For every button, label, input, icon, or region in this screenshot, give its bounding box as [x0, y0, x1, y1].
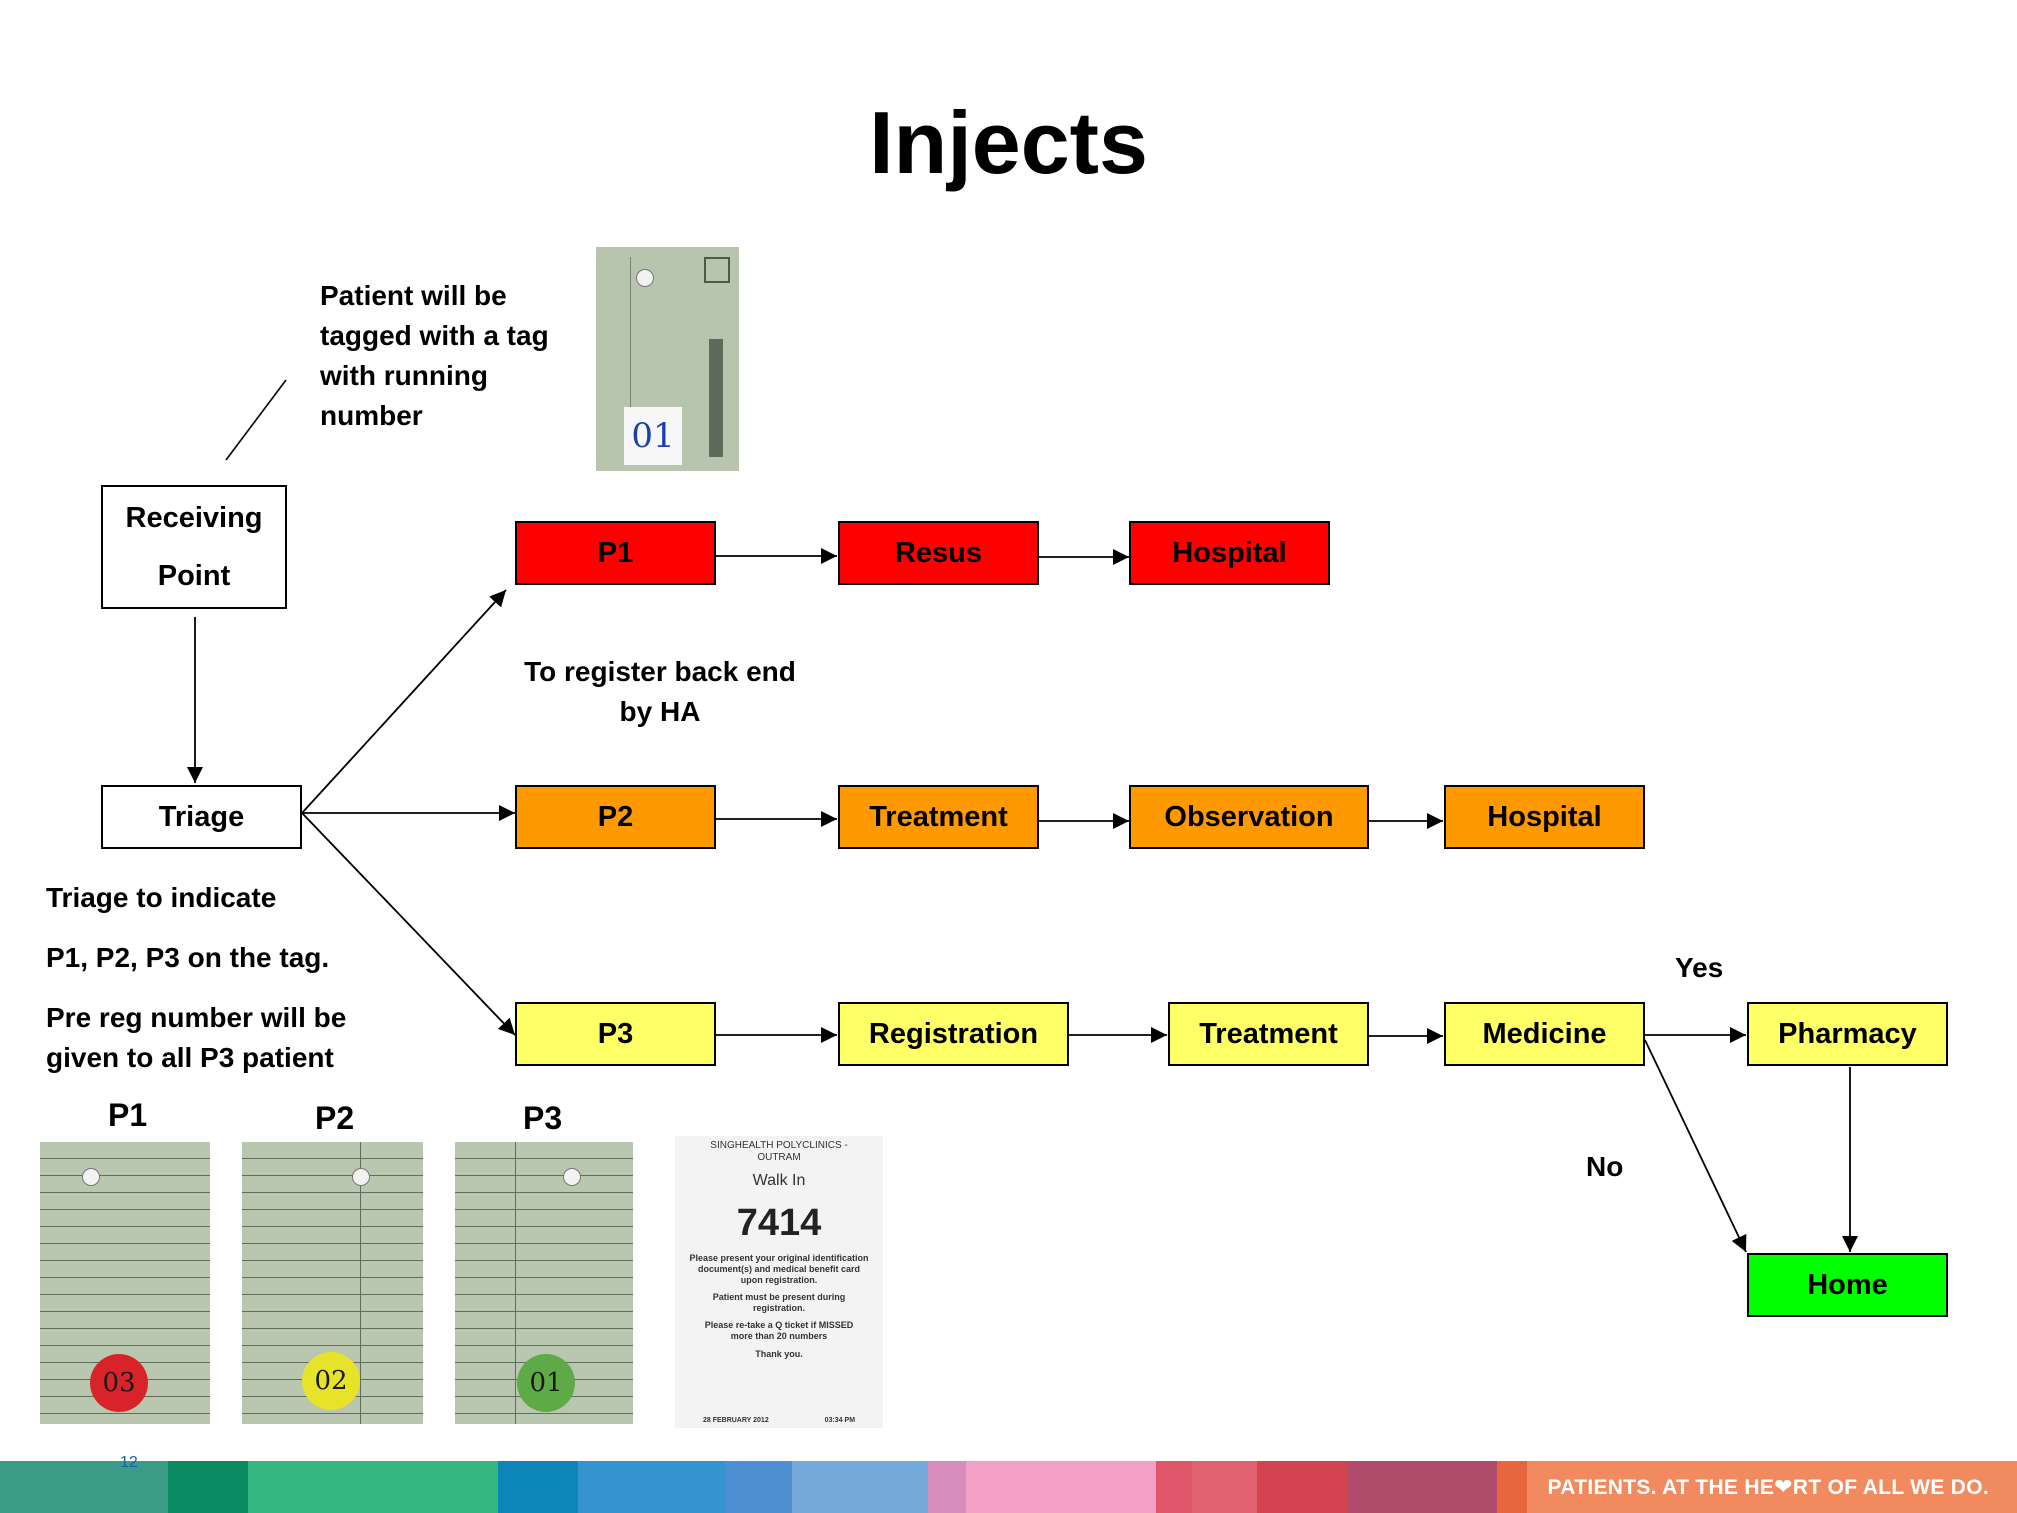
receiving-point-label: Receiving [125, 502, 263, 534]
footer-segment [1527, 1461, 2017, 1513]
card-vertical-rule [360, 1142, 361, 1424]
sticker-number: 01 [529, 1368, 563, 1398]
appointment-card-photo: 01 [596, 247, 739, 471]
ticket-number: 7414 [736, 1202, 822, 1244]
card-stripe-light [630, 257, 631, 457]
card-hole-icon [352, 1168, 370, 1186]
footer-segment [726, 1461, 792, 1513]
red-sticker: 03 [90, 1354, 148, 1412]
triage-note-line: P1, P2, P3 on the tag. [46, 942, 330, 973]
ticket-date: 28 FEBRUARY 2012 [702, 1417, 769, 1424]
tag-label-p3: P3 [523, 1100, 563, 1136]
footer-segment [1497, 1461, 1527, 1513]
footer-color-bar [0, 1461, 2017, 1513]
footer-segment [0, 1461, 168, 1513]
arrow-triage-p3 [301, 812, 516, 1036]
card-vertical-rule [515, 1142, 516, 1424]
receiving-point-label: Point [157, 560, 231, 592]
ticket-thanks: Thank you. [755, 1349, 803, 1359]
footer-segment [168, 1461, 248, 1513]
ticket-instruction: Please re-take a Q ticket if MISSED more… [704, 1320, 854, 1341]
footer-segment [248, 1461, 498, 1513]
footer-segment [792, 1461, 928, 1513]
receiving-point-box: Receiving Point [101, 485, 287, 609]
register-note-line: To register back end [524, 656, 796, 687]
green-sticker: 01 [517, 1354, 575, 1412]
p2-box: P2 [515, 785, 716, 849]
tag-card-p3: 01 [455, 1142, 633, 1424]
card-hole-icon [82, 1168, 100, 1186]
triage-box: Triage [101, 785, 302, 849]
triage-note-line: Pre reg number will be [46, 1002, 347, 1033]
tag-label-p1: P1 [108, 1097, 148, 1133]
registration-box: Registration [838, 1002, 1069, 1066]
medicine-box: Medicine [1444, 1002, 1645, 1066]
treatment-p3-box: Treatment [1168, 1002, 1369, 1066]
footer-segment [1156, 1461, 1192, 1513]
card-number: 01 [631, 416, 675, 456]
footer-segment [1257, 1461, 1347, 1513]
arrow-medicine-home [1644, 1039, 1747, 1253]
ticket-type: Walk In [752, 1172, 806, 1189]
footer-segment [928, 1461, 966, 1513]
home-box: Home [1747, 1253, 1948, 1317]
p3-box: P3 [515, 1002, 716, 1066]
heart-icon: ❤ [1774, 1474, 1793, 1499]
tag-card-p1: 03 [40, 1142, 210, 1424]
polyclinic-logo-icon [704, 257, 730, 283]
callout-line [225, 379, 287, 461]
slide-title: Injects [869, 93, 1148, 192]
p1-box: P1 [515, 521, 716, 585]
ticket-footer: 28 FEBRUARY 2012 03:34 PM [675, 1417, 883, 1424]
footer-segment [1192, 1461, 1257, 1513]
hospital-p1-box: Hospital [1129, 521, 1330, 585]
observation-box: Observation [1129, 785, 1369, 849]
footer-segment [1347, 1461, 1497, 1513]
tag-note-line: tagged with a tag [320, 320, 549, 351]
footer-slogan-part: PATIENTS. AT THE HE [1547, 1476, 1775, 1499]
card-hole-icon [563, 1168, 581, 1186]
footer-slogan-part: RT OF ALL WE DO. [1792, 1476, 1989, 1499]
triage-note: Triage to indicate P1, P2, P3 on the tag… [46, 878, 346, 1078]
queue-ticket-photo: SINGHEALTH POLYCLINICS - OUTRAM Walk In … [675, 1136, 883, 1428]
treatment-p2-box: Treatment [838, 785, 1039, 849]
tag-note: Patient will be tagged with a tag with r… [320, 276, 549, 436]
triage-note-line: given to all P3 patient [46, 1042, 334, 1073]
tag-note-line: Patient will be [320, 280, 507, 311]
yellow-sticker: 02 [302, 1352, 360, 1410]
ticket-instruction: Patient must be present during registrat… [712, 1292, 846, 1313]
page-number: 12 [120, 1454, 138, 1471]
tag-card-p2: 02 [242, 1142, 423, 1424]
sticker-number: 03 [102, 1368, 136, 1398]
resus-box: Resus [838, 521, 1039, 585]
pharmacy-box: Pharmacy [1747, 1002, 1948, 1066]
card-hole-icon [636, 269, 654, 287]
triage-note-line: Triage to indicate [46, 882, 277, 913]
tag-note-line: with running [320, 360, 488, 391]
card-number-sticker: 01 [624, 407, 682, 465]
footer-segment [966, 1461, 1156, 1513]
ticket-instruction: Please present your original identificat… [689, 1253, 869, 1285]
tag-label-p2: P2 [315, 1100, 355, 1136]
arrow-triage-p1 [301, 589, 507, 814]
hospital-p2-box: Hospital [1444, 785, 1645, 849]
footer-segment [498, 1461, 578, 1513]
ticket-header: SINGHEALTH POLYCLINICS - OUTRAM [710, 1140, 848, 1163]
sticker-number: 02 [314, 1366, 348, 1396]
card-stripe [709, 339, 723, 457]
register-note-line: by HA [619, 696, 701, 727]
footer-slogan: PATIENTS. AT THE HE❤RT OF ALL WE DO. [1548, 1474, 1989, 1500]
edge-label-no: No [1586, 1151, 1624, 1182]
tag-note-line: number [320, 400, 423, 431]
edge-label-yes: Yes [1675, 952, 1724, 983]
register-note: To register back end by HA [510, 652, 810, 732]
footer-segment [578, 1461, 726, 1513]
ticket-time: 03:34 PM [824, 1417, 856, 1424]
